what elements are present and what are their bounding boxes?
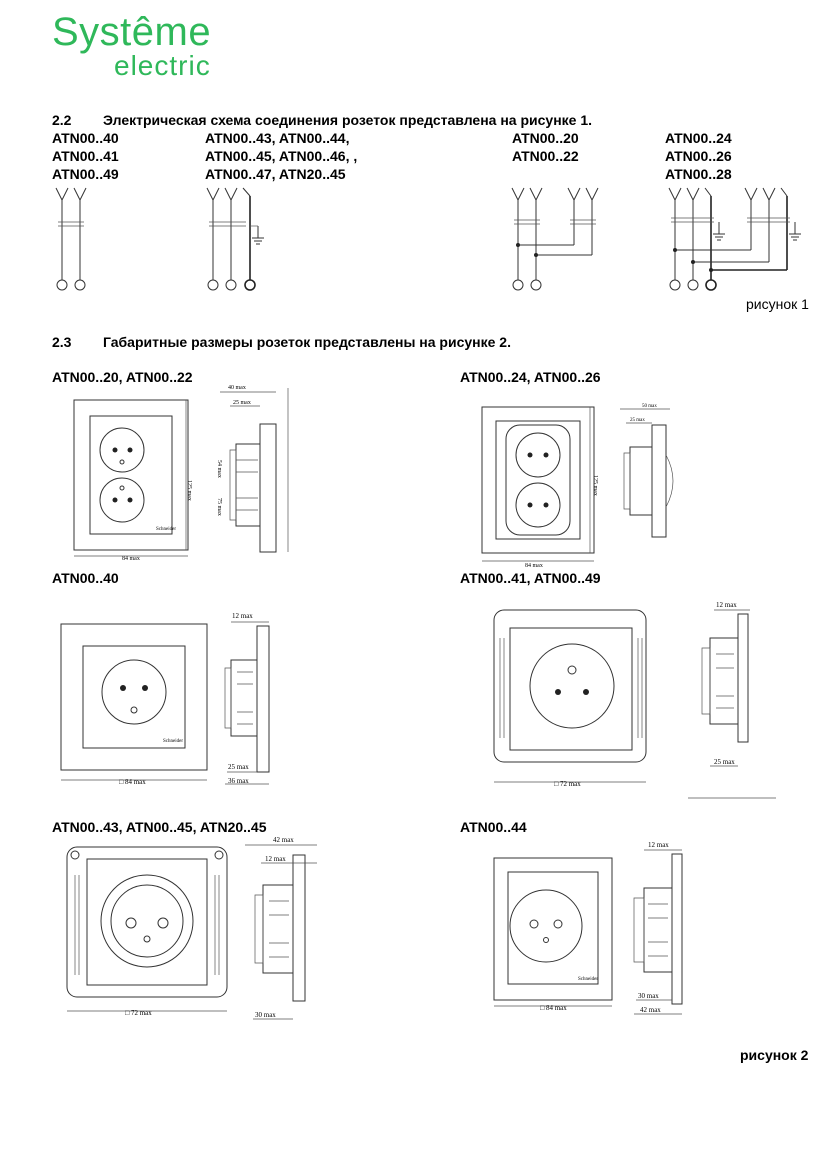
dim-25-max-3: 25 max [228,763,249,771]
drawing-label-6: ATN00..44 [460,819,527,835]
wiring-schematic-3 [511,187,599,291]
model-col4-1: ATN00..24 [665,130,732,146]
figure-2-caption: рисунок 2 [740,1047,809,1063]
model-col1-3: ATN00..49 [52,166,119,182]
dim-12-max: 12 max [232,612,253,620]
model-col3-1: ATN00..20 [512,130,579,146]
drawing-label-5: ATN00..43, ATN00..45, ATN20..45 [52,819,267,835]
dim-40-max: 40 max [228,385,246,391]
dim-72-square: □ 72 max [554,780,581,788]
brand-mark-3: Schneider [163,739,183,744]
logo-wordmark-bottom: electric [114,50,211,81]
dim-12-max-5: 12 max [265,855,286,863]
dim-42-max-6: 42 max [640,1006,661,1014]
section-2-3-title: Габаритные размеры розеток представлены … [103,334,511,350]
dim-25-max-2: 25 max [630,418,645,423]
dim-84-max-2: 84 max [525,563,543,569]
dimension-drawing-2: 84 max 125 max 50 max 25 max [481,404,674,569]
dim-54-max: 54 max [216,460,222,478]
model-col2-1: ATN00..43, ATN00..44, [205,130,350,146]
dimension-drawing-3: Schneider □ 84 max 12 max 25 max 36 max [60,612,270,786]
dimension-drawing-6: Schneider □ 84 max 12 max 30 max 42 max [493,841,683,1015]
wiring-diagrams [55,187,801,291]
dim-30-max-6: 30 max [638,992,659,1000]
dim-75-max: 75 max [216,498,222,516]
dim-84-square-6: □ 84 max [540,1004,567,1012]
dim-42-max: 42 max [273,836,294,844]
model-col1-1: ATN00..40 [52,130,119,146]
dim-36-max: 36 max [228,777,249,785]
drawing-label-2: ATN00..24, ATN00..26 [460,369,601,385]
model-col2-3: ATN00..47, ATN20..45 [205,166,346,182]
dim-84-square: □ 84 max [119,778,146,786]
logo-wordmark-top: Systême [52,10,212,54]
brand-logo: Systême electric [52,10,252,80]
section-2-2-number: 2.2 [52,112,72,128]
dim-12-max-4: 12 max [716,601,737,609]
brand-mark-6: Schneider [578,977,598,982]
dimension-drawing-1: Schneider 84 max 125 max 40 max 25 max 5… [73,385,289,562]
drawing-label-4: ATN00..41, ATN00..49 [460,570,601,586]
dim-72-square-5: □ 72 max [125,1009,152,1017]
dim-25-max: 25 max [233,400,251,406]
dim-12-max-6: 12 max [648,841,669,849]
section-2-2-title: Электрическая схема соединения розеток п… [103,112,593,128]
wiring-schematic-4 [668,187,801,291]
model-col3-2: ATN00..22 [512,148,579,164]
figure-1-caption: рисунок 1 [746,296,809,312]
model-col1-2: ATN00..41 [52,148,119,164]
dimension-drawing-4: □ 72 max 12 max 25 max [493,601,776,799]
model-col2-2: ATN00..45, ATN00..46, , [205,148,358,164]
dim-30-max: 30 max [255,1011,276,1019]
model-col4-2: ATN00..26 [665,148,732,164]
drawing-label-1: ATN00..20, ATN00..22 [52,369,193,385]
model-col4-3: ATN00..28 [665,166,732,182]
dim-125-max: 125 max [186,480,192,501]
dimension-drawing-5: □ 72 max 42 max 12 max 30 max [66,836,317,1020]
drawing-label-3: ATN00..40 [52,570,119,586]
brand-mark: Schneider [156,527,176,532]
dim-84-max: 84 max [122,556,140,562]
dim-125-max-2: 125 max [592,475,598,496]
section-2-3-number: 2.3 [52,334,72,350]
dim-50-max: 50 max [642,404,657,409]
wiring-schematic-1 [55,187,87,291]
wiring-schematic-2 [206,187,264,291]
dim-25-max-4: 25 max [714,758,735,766]
